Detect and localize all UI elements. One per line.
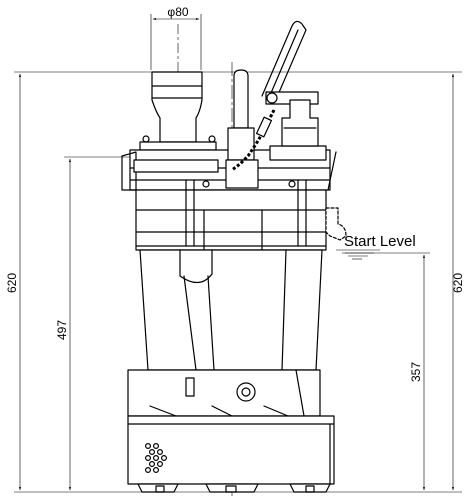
strainer-base: [127, 415, 335, 485]
lifting-bail: [261, 20, 307, 105]
foot-center: [205, 483, 259, 493]
strainer-holes: [145, 443, 168, 474]
lower-casing: [139, 249, 323, 371]
dim-phi80-text: φ80: [167, 5, 188, 19]
dim-497-text: 497: [55, 320, 69, 340]
handle-grip: [233, 69, 249, 129]
dim-620-right-text: 620: [451, 273, 465, 293]
dim-357-text: 357: [409, 362, 423, 382]
dim-620-left-text: 620: [5, 273, 19, 293]
cable-gland: [281, 99, 319, 147]
outlet-flange: [139, 141, 217, 151]
pump-body: [121, 20, 380, 493]
start-level-label: Start Level: [344, 233, 416, 250]
dimension-lines: [14, 14, 462, 493]
float-switch: [325, 207, 347, 241]
start-level-water-mark: [336, 249, 380, 260]
foot-right: [289, 483, 331, 493]
middle-body: [135, 189, 327, 251]
foot-left: [137, 483, 179, 493]
outlet-pipe: [151, 71, 203, 143]
